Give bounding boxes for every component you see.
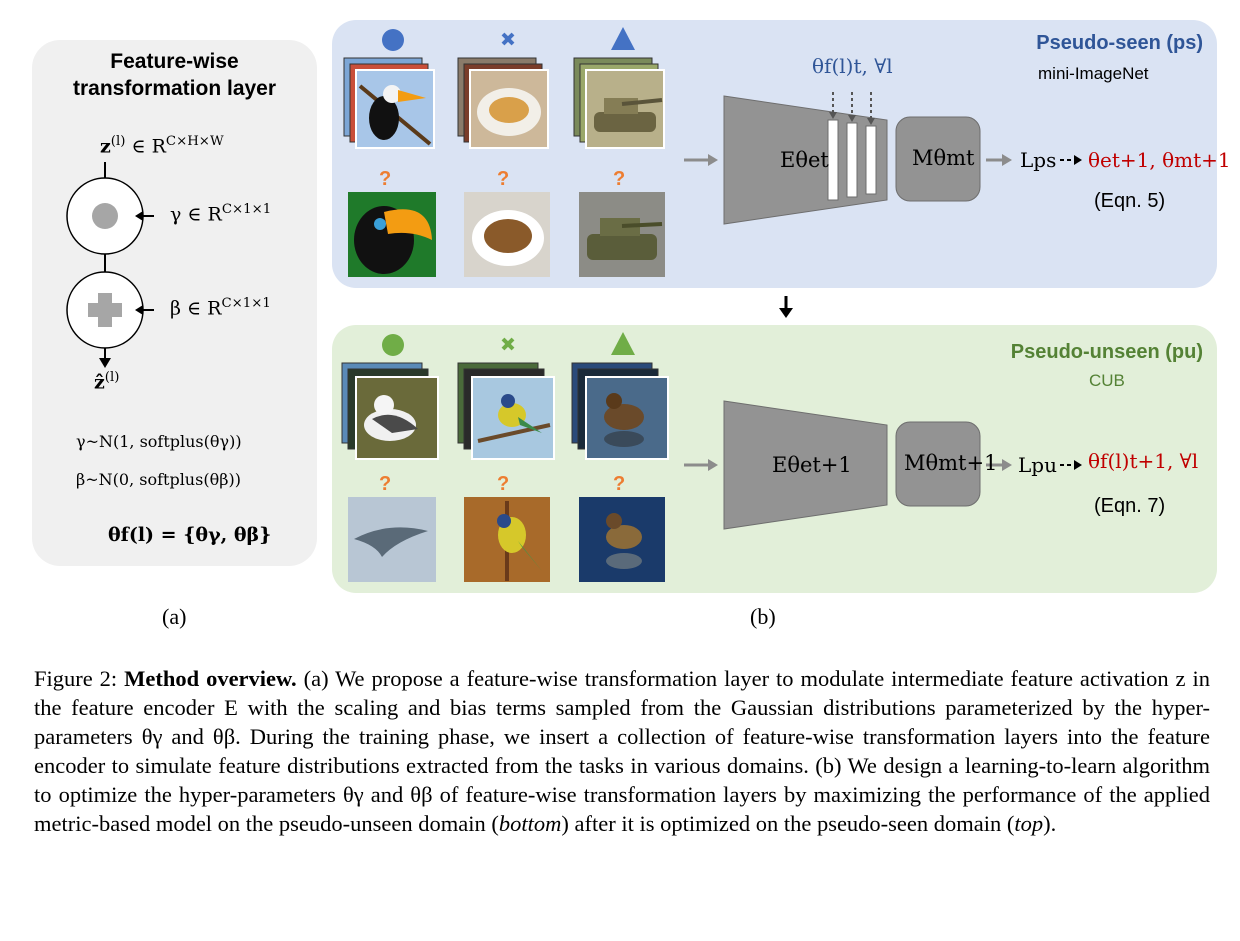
feature-wise-layer-panel: Feature-wise transformation layer z(l) ∈… (32, 40, 317, 566)
beta-label: β ∈ RC×1×1 (170, 296, 271, 319)
gamma-dims: C×1×1 (221, 202, 272, 217)
loss-label: Lpu (1018, 453, 1057, 477)
output-arrowhead (99, 358, 111, 368)
zhat-var: ẑ (94, 371, 105, 394)
arrow-to-encoder (708, 459, 718, 471)
query-image-toucan (348, 192, 436, 277)
fw-layer-2 (846, 122, 858, 198)
panel-a-title: Feature-wise transformation layer (32, 48, 317, 102)
triangle-class-icon (611, 332, 635, 355)
query-image-tank (579, 192, 665, 277)
beta-dims: C×1×1 (221, 296, 271, 311)
caption-bold: Method overview. (124, 666, 297, 691)
encoder-label: Eθet+1 (772, 453, 852, 477)
pseudo-unseen-diagram (341, 332, 1082, 582)
support-stack-grebe (571, 362, 669, 460)
output-tensor-label: ẑ(l) (94, 370, 119, 393)
circle-class-icon (382, 29, 404, 51)
fw-layer-1 (827, 119, 839, 201)
query-image-soup (464, 192, 550, 277)
panel-a-title-line1: Feature-wise (110, 50, 239, 73)
arrow-to-update (1074, 155, 1082, 165)
query-mark-3: ? (613, 473, 626, 495)
pseudo-seen-dataset: mini-ImageNet (1038, 64, 1149, 83)
gamma-distribution: γ~N(1, softplus(θγ)) (76, 432, 242, 451)
sublabel-b: (b) (750, 604, 776, 629)
pseudo-unseen-dataset: CUB (1089, 371, 1125, 390)
support-stack-toucan (343, 57, 435, 149)
pseudo-unseen-panel: Pseudo-unseen (pu) CUB (332, 325, 1217, 593)
update-label: θet+1, θmt+1 (1088, 148, 1231, 172)
arrow-to-update (1074, 460, 1082, 470)
transformation-flow-diagram (66, 162, 154, 368)
support-stack-soup (457, 57, 549, 149)
metric-module-box (895, 421, 981, 507)
arrow-to-loss (1002, 459, 1012, 471)
query-image-jay (464, 497, 550, 582)
metric-label: Mθmt+1 (904, 451, 998, 475)
theta-f-arrows (832, 92, 872, 118)
caption-mid: ) after it is optimized on the pseudo-se… (561, 811, 1015, 836)
query-mark-2: ? (497, 473, 510, 495)
support-stack-tank (573, 57, 665, 149)
input-tensor-label: z(l) ∈ RC×H×W (100, 134, 224, 157)
pseudo-seen-diagram (343, 27, 1082, 277)
update-label: θf(l)t+1, ∀l (1088, 449, 1199, 473)
query-mark-1: ? (379, 168, 392, 190)
cross-class-icon (501, 337, 515, 351)
caption-lead: Figure 2: (34, 666, 125, 691)
sublabel-a: (a) (162, 604, 187, 629)
z-space: ∈ R (125, 135, 166, 158)
gamma-arrow (135, 211, 143, 221)
zhat-sup: (l) (104, 370, 120, 385)
caption-end: ). (1043, 811, 1057, 836)
query-mark-1: ? (379, 473, 392, 495)
circle-class-icon (382, 334, 404, 356)
query-image-grebe (579, 497, 665, 582)
caption-italic-top: top (1014, 811, 1044, 836)
z-var: z (100, 135, 111, 158)
pseudo-seen-title: Pseudo-seen (ps) (1036, 32, 1203, 54)
encoder-label: Eθet (780, 148, 829, 172)
panel-a-title-line2: transformation layer (72, 77, 277, 100)
query-image-albatross (348, 497, 436, 582)
multiply-dot-icon (92, 203, 118, 229)
support-stack-jay (457, 362, 555, 460)
gamma-label: γ ∈ RC×1×1 (170, 202, 271, 225)
metric-module-box (895, 116, 981, 202)
eqn-label: (Eqn. 7) (1094, 495, 1166, 517)
theta-f-label: θf(l)t, ∀l (812, 54, 893, 78)
pseudo-unseen-title: Pseudo-unseen (pu) (1010, 341, 1203, 363)
plus-icon (88, 293, 122, 327)
z-dims: C×H×W (165, 134, 224, 149)
beta-distribution: β~N(0, softplus(θβ)) (76, 470, 241, 489)
arrow-to-encoder (708, 154, 718, 166)
eqn-label: (Eqn. 5) (1094, 190, 1166, 212)
gamma-text: γ ∈ R (170, 203, 222, 226)
triangle-class-icon (611, 27, 635, 50)
pseudo-seen-panel: Pseudo-seen (ps) mini-ImageNet (332, 20, 1231, 288)
caption-text: (a) We propose a feature-wise transforma… (34, 666, 1210, 836)
beta-text: β ∈ R (170, 297, 222, 320)
z-sup: (l) (110, 134, 126, 149)
query-mark-3: ? (613, 168, 626, 190)
loss-label: Lps (1020, 148, 1057, 172)
support-stack-albatross (341, 362, 439, 460)
fw-layer-3 (865, 125, 877, 195)
beta-arrow (135, 305, 143, 315)
caption-italic-bottom: bottom (498, 811, 562, 836)
figure-caption: Figure 2: Method overview. (a) We propos… (34, 664, 1210, 838)
metric-label: Mθmt (912, 146, 975, 170)
arrow-to-loss (1002, 154, 1012, 166)
query-mark-2: ? (497, 168, 510, 190)
theta-definition: θf(l) = {θγ, θβ} (108, 524, 272, 546)
encoder-trapezoid (723, 400, 888, 530)
panel-transition-arrow (779, 296, 793, 318)
cross-class-icon (501, 32, 515, 46)
